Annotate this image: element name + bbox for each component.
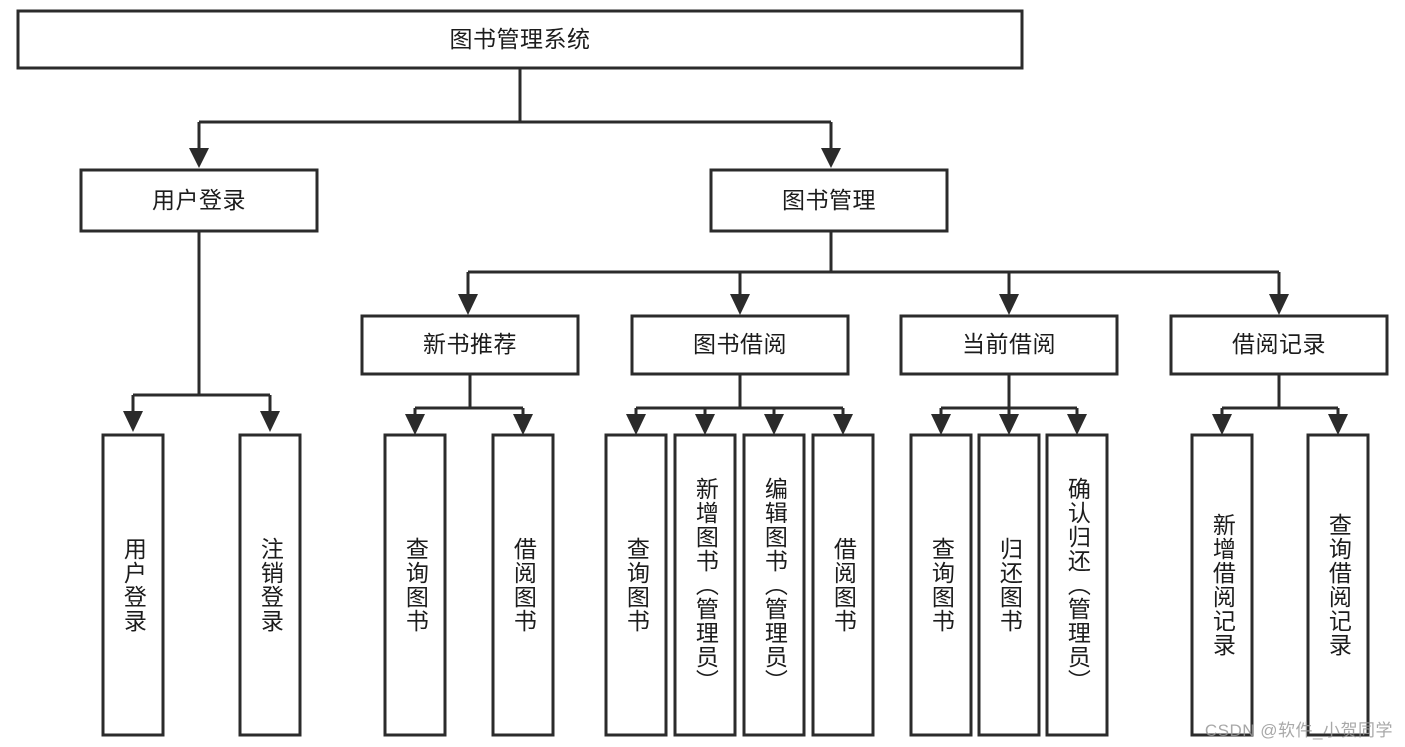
connector-group-current-borrow — [931, 374, 1087, 435]
connector-group-book-manage — [458, 231, 1289, 315]
node-leaf-confirm-return-admin[interactable] — [1047, 435, 1107, 735]
level3-box-new-book-recommend — [360, 314, 580, 376]
leaf-box — [238, 433, 302, 737]
leaf-box — [101, 433, 165, 737]
node-leaf-borrow-book[interactable] — [813, 435, 873, 735]
node-leaf-add-borrow-record[interactable] — [1192, 435, 1252, 735]
leaf-box — [673, 433, 737, 737]
connector-group-new-book — [405, 374, 533, 435]
node-leaf-add-book-admin[interactable] — [675, 435, 735, 735]
node-new-book-recommend[interactable] — [362, 316, 578, 374]
node-book-borrow[interactable] — [632, 316, 848, 374]
node-current-borrow[interactable] — [901, 316, 1117, 374]
level2-box-user-login — [79, 168, 319, 233]
leaf-box — [383, 433, 447, 737]
leaf-box — [1306, 433, 1370, 737]
node-leaf-borrow-book-recommend[interactable] — [493, 435, 553, 735]
connector-group-user-login — [123, 231, 280, 432]
leaf-box — [909, 433, 973, 737]
leaf-box — [1045, 433, 1109, 737]
leaf-box — [742, 433, 806, 737]
level2-box-book-manage — [709, 168, 949, 233]
root-box — [16, 9, 1024, 70]
node-leaf-logout[interactable] — [240, 435, 300, 735]
node-leaf-edit-book-admin[interactable] — [744, 435, 804, 735]
node-leaf-user-login[interactable] — [103, 435, 163, 735]
connector-group-borrow-record — [1212, 374, 1348, 435]
node-book-manage[interactable] — [711, 170, 947, 231]
leaf-box — [491, 433, 555, 737]
level3-box-book-borrow — [630, 314, 850, 376]
node-leaf-query-book-current[interactable] — [911, 435, 971, 735]
node-root[interactable] — [18, 11, 1022, 68]
node-leaf-query-book-borrow[interactable] — [606, 435, 666, 735]
level3-box-borrow-record — [1169, 314, 1389, 376]
connector-group-book-borrow — [626, 374, 853, 435]
node-leaf-query-borrow-record[interactable] — [1308, 435, 1368, 735]
leaf-box — [977, 433, 1041, 737]
connector-group-root — [189, 68, 841, 168]
leaf-box — [811, 433, 875, 737]
level3-box-current-borrow — [899, 314, 1119, 376]
node-leaf-query-book-recommend[interactable] — [385, 435, 445, 735]
watermark-text: CSDN @软件_小贺同学 — [1204, 721, 1393, 740]
leaf-box — [1190, 433, 1254, 737]
node-leaf-return-book[interactable] — [979, 435, 1039, 735]
leaf-box — [604, 433, 668, 737]
node-borrow-record[interactable] — [1171, 316, 1387, 374]
node-user-login[interactable] — [81, 170, 317, 231]
